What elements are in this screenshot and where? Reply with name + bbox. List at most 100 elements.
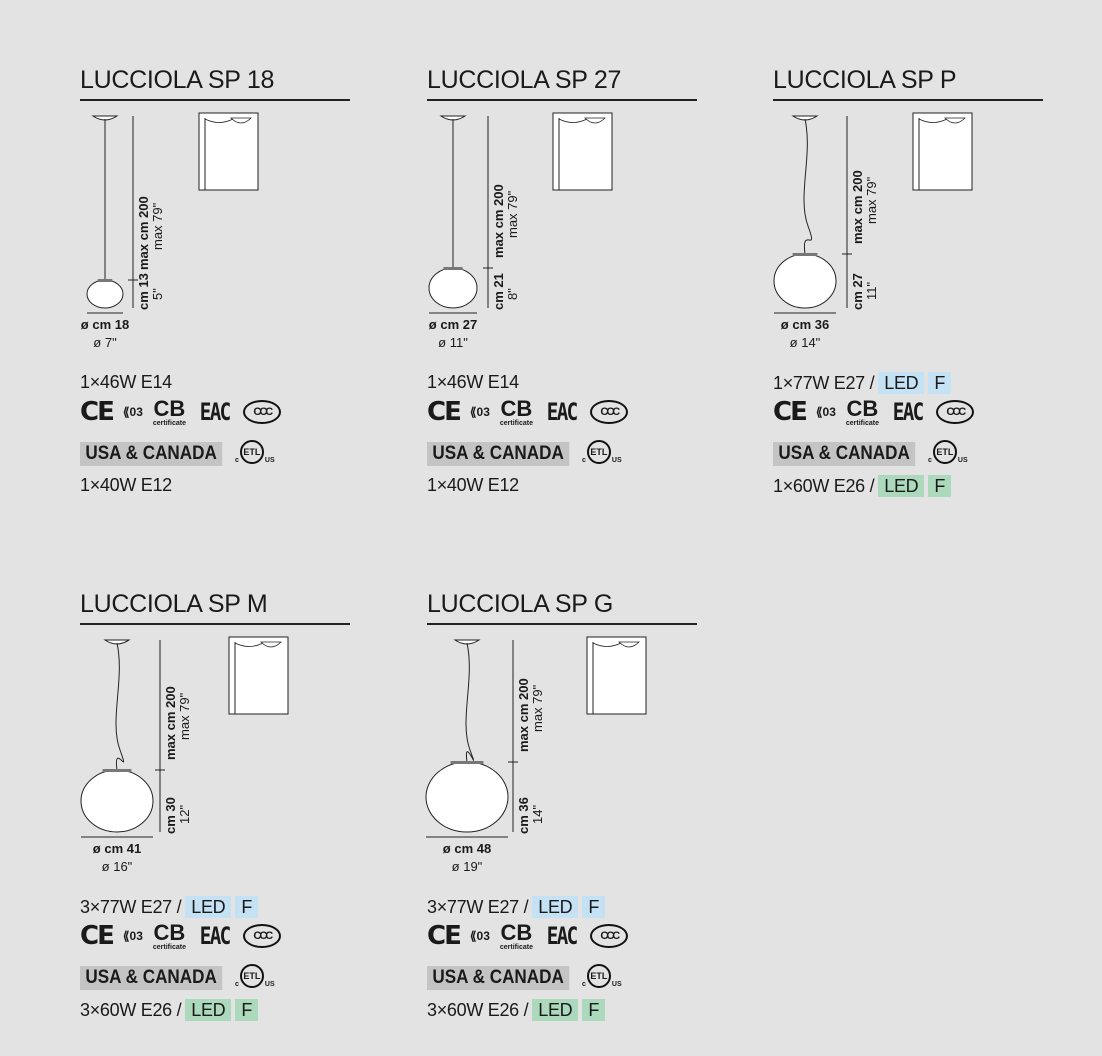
height-in: max 79" xyxy=(150,202,165,250)
height-cm: max cm 200 xyxy=(491,184,506,258)
height-cm: max cm 200 xyxy=(163,686,178,760)
ccc-mark-icon: CCC xyxy=(590,400,629,424)
pendant-drawing xyxy=(773,112,973,314)
globe-cap xyxy=(97,279,113,282)
product-card: LUCCIOLA SP 18 max cm 200 max 79" cm 13 … xyxy=(80,60,355,530)
diameter-in: ø 7" xyxy=(93,335,117,350)
room-diagram xyxy=(912,112,973,191)
globe-height-in: 12" xyxy=(177,804,192,824)
globe-height-in: 8" xyxy=(505,288,520,300)
usa-canada-label: USA & CANADA xyxy=(80,442,223,466)
product-card: LUCCIOLA SP G max cm 200 max 79" cm 36 1… xyxy=(425,584,702,1054)
pendant-drawing xyxy=(80,636,289,838)
spec-us-tag: LED xyxy=(878,475,925,497)
room-diagram xyxy=(586,636,647,715)
pendant-drawing xyxy=(425,636,647,838)
product-card: LUCCIOLA SP P max cm 200 max 79" cm 27 1… xyxy=(773,60,1048,530)
eac-mark-icon: EAC xyxy=(546,398,579,426)
product-title: LUCCIOLA SP P xyxy=(773,66,957,94)
title-divider xyxy=(773,99,1043,101)
room-diagram xyxy=(228,636,289,715)
ccc-mark-icon: CCC xyxy=(590,924,629,948)
globe-cap xyxy=(450,761,484,764)
cable xyxy=(803,118,813,255)
spec-eu: 1×46W E14 xyxy=(427,372,519,392)
pendant-drawing xyxy=(428,112,613,314)
eac-mark-icon: EAC xyxy=(199,922,232,950)
diameter-cm: ø cm 27 xyxy=(428,317,478,332)
globe-height-in: 5" xyxy=(150,288,165,300)
ce-mark-icon: CE xyxy=(80,921,115,951)
diameter-in: ø 19" xyxy=(451,859,483,874)
ce-mark-icon: CE xyxy=(427,921,462,951)
spec-eu-tag: LED xyxy=(878,372,925,394)
globe-cap xyxy=(443,267,463,270)
height-in: max 79" xyxy=(505,190,520,238)
ce-mark-icon: CE xyxy=(773,397,808,427)
spec-eu-tag: LED xyxy=(532,896,579,918)
height-in: max 79" xyxy=(530,684,545,732)
globe-height-cm: cm 21 xyxy=(491,273,506,310)
globe-cap xyxy=(102,769,132,772)
emc-mark-icon: ⟪03 xyxy=(122,405,143,419)
spec-us-tag: LED xyxy=(185,999,232,1021)
usa-canada-label: USA & CANADA xyxy=(427,442,570,466)
usa-canada-label: USA & CANADA xyxy=(427,966,570,990)
canopy xyxy=(439,115,467,121)
spec-us-tag: F xyxy=(928,475,952,497)
globe xyxy=(428,267,478,309)
ce-mark-icon: CE xyxy=(427,397,462,427)
globe-height-in: 14" xyxy=(530,804,545,824)
globe-cap xyxy=(792,253,818,256)
diameter-in: ø 11" xyxy=(438,335,468,350)
globe xyxy=(773,253,837,309)
globe xyxy=(425,761,509,833)
ccc-mark-icon: CCC xyxy=(936,400,975,424)
product-title: LUCCIOLA SP M xyxy=(80,590,268,618)
usa-canada-label: USA & CANADA xyxy=(773,442,916,466)
diameter-cm: ø cm 48 xyxy=(442,841,492,856)
eac-mark-icon: EAC xyxy=(546,922,579,950)
globe xyxy=(80,769,154,833)
product-title: LUCCIOLA SP 27 xyxy=(427,66,622,94)
ccc-mark-icon: CCC xyxy=(243,924,282,948)
spec-us-tag: LED xyxy=(532,999,579,1021)
product-title: LUCCIOLA SP 18 xyxy=(80,66,275,94)
spec-eu: 1×46W E14 xyxy=(80,372,172,392)
globe-height-cm: cm 30 xyxy=(163,797,178,834)
globe-height-cm: cm 27 xyxy=(850,273,865,310)
height-cm: max cm 200 xyxy=(136,196,151,270)
spec-us: 1×40W E12 xyxy=(427,475,519,495)
canopy xyxy=(453,639,481,645)
ce-mark-icon: CE xyxy=(80,397,115,427)
emc-mark-icon: ⟪03 xyxy=(469,405,490,419)
emc-mark-icon: ⟪03 xyxy=(469,929,490,943)
diameter-cm: ø cm 36 xyxy=(780,317,830,332)
title-divider xyxy=(427,99,697,101)
diameter-cm: ø cm 41 xyxy=(92,841,142,856)
room-diagram xyxy=(198,112,259,191)
canopy xyxy=(91,115,119,121)
title-divider xyxy=(80,623,350,625)
spec-eu-tag: F xyxy=(235,896,259,918)
spec-us-tag: F xyxy=(582,999,606,1021)
eac-mark-icon: EAC xyxy=(199,398,232,426)
ccc-mark-icon: CCC xyxy=(243,400,282,424)
spec-eu-tag: F xyxy=(928,372,952,394)
usa-canada-label: USA & CANADA xyxy=(80,966,223,990)
